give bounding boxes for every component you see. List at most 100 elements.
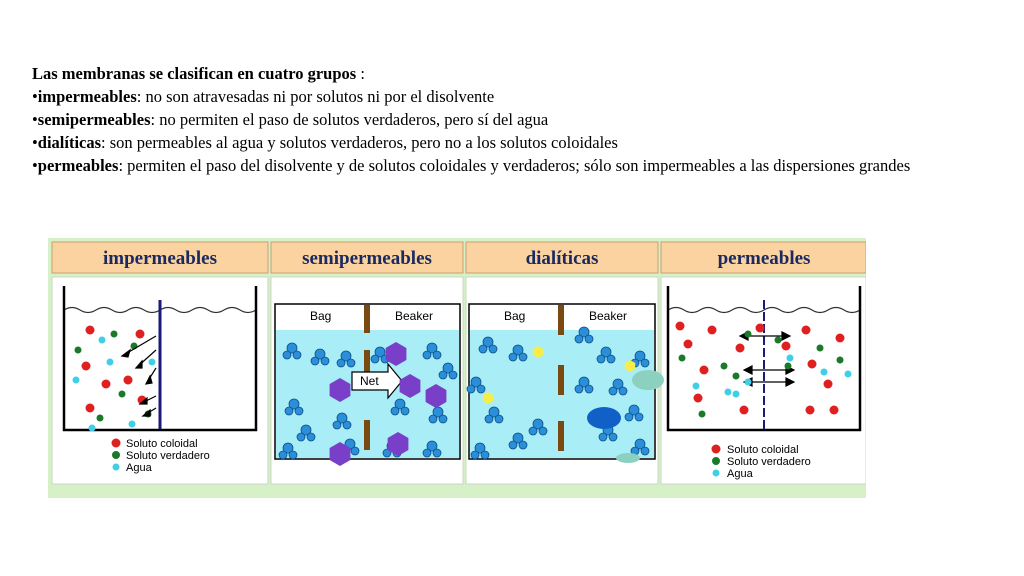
net-arrow-shape (351, 362, 403, 400)
coloidal-particle (85, 325, 95, 335)
water-surface (667, 306, 861, 314)
header-cell-impermeables (51, 241, 269, 274)
water-molecule-icon (296, 424, 316, 442)
list-item-semipermeables: •semipermeables: no permiten el paso de … (32, 108, 980, 131)
legend-coloidal: Soluto coloidal (727, 444, 799, 456)
water-molecule-icon (278, 442, 298, 460)
colloid-droplet (587, 407, 621, 429)
particles (466, 326, 664, 463)
legend-verdadero-dot (112, 451, 120, 459)
coloidal-particle (829, 405, 839, 415)
agua-particle (148, 358, 156, 366)
beaker-permeables: Soluto coloidal Soluto verdadero Agua (666, 286, 862, 480)
water-molecule-icon (478, 336, 498, 354)
beaker-label: Beaker (395, 309, 433, 323)
box-semipermeables: Bag Beaker Net (274, 303, 461, 466)
bag-membrane-segment (558, 365, 564, 395)
legend-agua-dot (112, 463, 120, 471)
coloidal-particle (123, 375, 133, 385)
coloidal-particle (781, 341, 791, 351)
coloidal-particle (807, 359, 817, 369)
header-impermeables: impermeables (103, 248, 217, 269)
list-item-dialiticas: •dialíticas: son permeables al agua y so… (32, 131, 980, 154)
description: : permiten el paso del disolvente y de s… (118, 156, 911, 175)
coloidal-particle (755, 323, 765, 333)
agua-particle (744, 378, 752, 386)
colloid-hexagon (329, 378, 351, 402)
verdadero-particle (110, 330, 118, 338)
bullet: • (32, 156, 38, 175)
colloid-droplet (616, 453, 640, 463)
header-row: impermeables semipermeables dialíticas p… (51, 241, 866, 274)
description: : no son atravesadas ni por solutos ni p… (136, 87, 495, 106)
header-dialiticas: dialíticas (526, 248, 599, 269)
water-molecule-icon (466, 376, 486, 394)
water-molecule-icon (484, 406, 504, 424)
coloidal-particle (699, 365, 709, 375)
coloidal-particle (707, 325, 717, 335)
legend-agua-dot (712, 469, 720, 477)
water-molecule-icon (370, 346, 390, 364)
water-molecule-icon (624, 404, 644, 422)
text-block: Las membranas se clasifican en cuatro gr… (32, 62, 980, 177)
header-cell-semipermeables (270, 241, 464, 274)
bullet: • (32, 133, 38, 152)
water-molecule-icon (508, 344, 528, 362)
coloidal-particle (81, 361, 91, 371)
agua-particle (844, 370, 852, 378)
water-molecule-icon (528, 418, 548, 436)
legend-impermeables: Soluto coloidal Soluto verdadero Agua (111, 438, 210, 474)
coloidal-particle (135, 329, 145, 339)
water-molecule-icon (332, 412, 352, 430)
water-molecule-icon (282, 342, 302, 360)
beaker-impermeables: Soluto coloidal Soluto verdadero Agua (62, 286, 258, 474)
agua-particle (692, 382, 700, 390)
agua-particle (72, 376, 80, 384)
legend-coloidal-dot (711, 444, 721, 454)
net-label: Net (360, 374, 379, 388)
list-item-permeables: •permeables: permiten el paso del disolv… (32, 154, 980, 177)
verdadero-particle (836, 356, 844, 364)
coloidal-particle (835, 333, 845, 343)
water-molecule-icon (630, 438, 650, 456)
bag-label: Bag (504, 309, 525, 323)
legend-agua: Agua (727, 468, 754, 480)
colloid-hexagon (385, 342, 407, 366)
legend-verdadero-dot (712, 457, 720, 465)
bullet: • (32, 110, 38, 129)
intro-line: Las membranas se clasifican en cuatro gr… (32, 62, 980, 85)
header-permeables: permeables (718, 248, 811, 269)
agua-particle (128, 420, 136, 428)
term: semipermeables (37, 110, 151, 129)
agua-particle (98, 336, 106, 344)
verdadero-particle (732, 372, 740, 380)
agua-particle (724, 388, 732, 396)
particles (72, 325, 156, 432)
term: dialíticas (37, 133, 102, 152)
verdadero-particle (744, 330, 752, 338)
water-molecule-icon (390, 398, 410, 416)
coloidal-particle (823, 379, 833, 389)
legend-coloidal: Soluto coloidal (126, 438, 198, 450)
intro-title: Las membranas se clasifican en cuatro gr… (32, 64, 357, 83)
header-semipermeables: semipermeables (302, 248, 432, 269)
coloidal-particle (739, 405, 749, 415)
colloid-hexagon (399, 374, 421, 398)
solute-hexagon (482, 392, 494, 404)
coloidal-particle (735, 343, 745, 353)
intro-colon: : (356, 64, 365, 83)
verdadero-particle (720, 362, 728, 370)
beaker-wall (666, 286, 862, 432)
solute-hexagon (532, 346, 544, 358)
solute-hexagon (624, 360, 636, 372)
particles (675, 321, 852, 418)
coloidal-particle (675, 321, 685, 331)
water-molecule-icon (284, 398, 304, 416)
list-item-impermeables: •impermeables: no son atravesadas ni por… (32, 85, 980, 108)
legend-verdadero: Soluto verdadero (126, 450, 210, 462)
verdadero-particle (74, 346, 82, 354)
particles (278, 342, 458, 466)
verdadero-particle (96, 414, 104, 422)
water-molecule-icon (470, 442, 490, 460)
membrane-diagram: impermeables semipermeables dialíticas p… (51, 241, 866, 485)
